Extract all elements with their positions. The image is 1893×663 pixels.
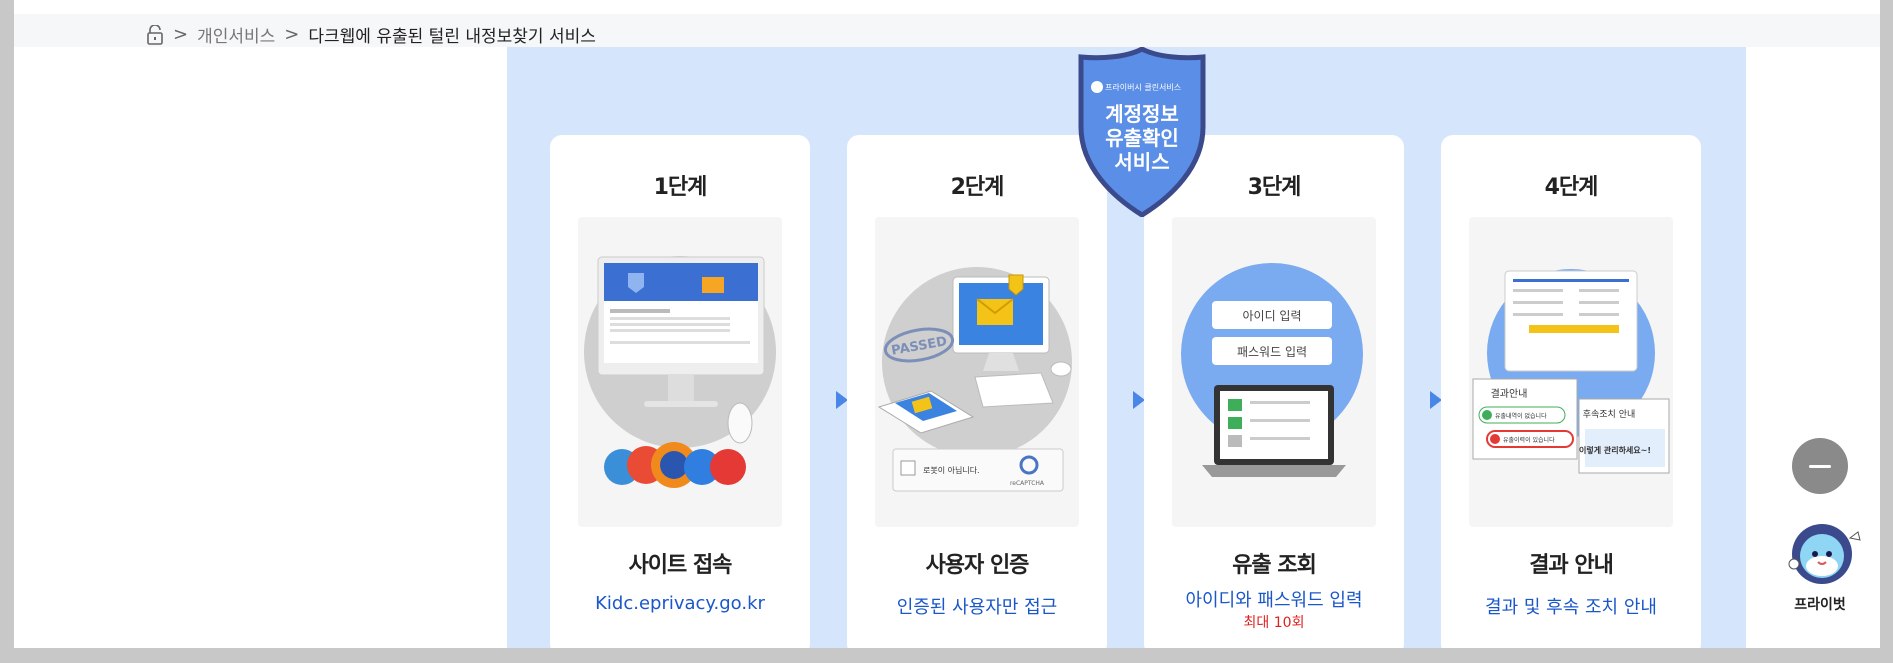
bottom-edge	[0, 648, 1893, 663]
breadcrumb-separator: >	[284, 24, 300, 45]
svg-text:유출이력이 있습니다: 유출이력이 있습니다	[1503, 436, 1555, 444]
step-number: 3단계	[1247, 175, 1302, 200]
minus-icon	[1809, 464, 1831, 468]
breadcrumb-separator: >	[173, 24, 189, 45]
step-illustration-result: 결과안내 유출내역이 없습니다 유출이력이 있습니다 후속조치 안내 이렇게 관…	[1469, 217, 1673, 527]
step-name: 결과 안내	[1529, 553, 1614, 578]
step-desc: 결과 및 후속 조치 안내	[1485, 597, 1657, 618]
home-icon[interactable]	[146, 24, 164, 45]
svg-text:유출확인: 유출확인	[1105, 126, 1179, 150]
step-desc: 아이디와 패스워드 입력	[1185, 590, 1363, 611]
step-illustration-lookup: 아이디 입력 패스워드 입력	[1172, 217, 1376, 527]
breadcrumb: > 개인서비스 > 다크웹에 유출된 털린 내정보찾기 서비스	[146, 22, 596, 47]
step-desc: 인증된 사용자만 접근	[896, 597, 1058, 618]
arrow-right-icon	[836, 391, 848, 409]
svg-text:서비스: 서비스	[1114, 150, 1169, 174]
page: > 개인서비스 > 다크웹에 유출된 털린 내정보찾기 서비스 1단계	[14, 0, 1880, 648]
svg-text:유출내역이 없습니다: 유출내역이 없습니다	[1495, 412, 1547, 420]
step-card-2: 2단계 PASSED	[847, 135, 1107, 648]
minimize-button[interactable]	[1792, 438, 1848, 494]
svg-text:이렇게 관리하세요~!: 이렇게 관리하세요~!	[1579, 445, 1651, 455]
step-card-1: 1단계	[550, 135, 810, 648]
breadcrumb-bar: > 개인서비스 > 다크웹에 유출된 털린 내정보찾기 서비스	[14, 14, 1880, 47]
step-note: 최대 10회	[1243, 615, 1305, 631]
chatbot-avatar-icon[interactable]	[1788, 520, 1862, 590]
step-name: 사이트 접속	[628, 553, 733, 578]
svg-text:로봇이 아닙니다.: 로봇이 아닙니다.	[923, 465, 980, 475]
arrow-right-icon	[1430, 391, 1442, 409]
svg-text:결과안내: 결과안내	[1491, 388, 1528, 400]
service-steps-panel: 1단계	[507, 47, 1746, 648]
breadcrumb-item-personal-service[interactable]: 개인서비스	[197, 27, 276, 47]
chatbot-label[interactable]: 프라이벗	[1794, 597, 1846, 613]
step-card-4: 4단계 결과안내 유출내역이 없습니다	[1441, 135, 1701, 648]
step-desc-link[interactable]: Kidc.eprivacy.go.kr	[595, 593, 765, 614]
svg-text:계정정보: 계정정보	[1105, 102, 1179, 126]
step-number: 1단계	[653, 175, 708, 200]
step-illustration-site	[578, 217, 782, 527]
step-name: 유출 조회	[1232, 553, 1317, 578]
step-number: 2단계	[950, 175, 1005, 200]
step-name: 사용자 인증	[925, 553, 1030, 578]
svg-text:후속조치 안내: 후속조치 안내	[1583, 408, 1636, 420]
arrow-right-icon	[1133, 391, 1145, 409]
step-card-3: 3단계 아이디 입력 패스워드 입력	[1144, 135, 1404, 648]
shield-badge-icon: 프라이버시 클린서비스 계정정보 유출확인 서비스	[1078, 47, 1206, 217]
breadcrumb-current: 다크웹에 유출된 털린 내정보찾기 서비스	[308, 27, 596, 47]
step-number: 4단계	[1544, 175, 1599, 200]
svg-text:패스워드 입력: 패스워드 입력	[1237, 345, 1307, 359]
svg-text:reCAPTCHA: reCAPTCHA	[1010, 480, 1045, 487]
svg-text:프라이버시 클린서비스: 프라이버시 클린서비스	[1105, 82, 1181, 92]
svg-text:아이디 입력: 아이디 입력	[1242, 309, 1301, 323]
step-illustration-auth: PASSED 로봇이 아닙니다. reCAPTCHA	[875, 217, 1079, 527]
